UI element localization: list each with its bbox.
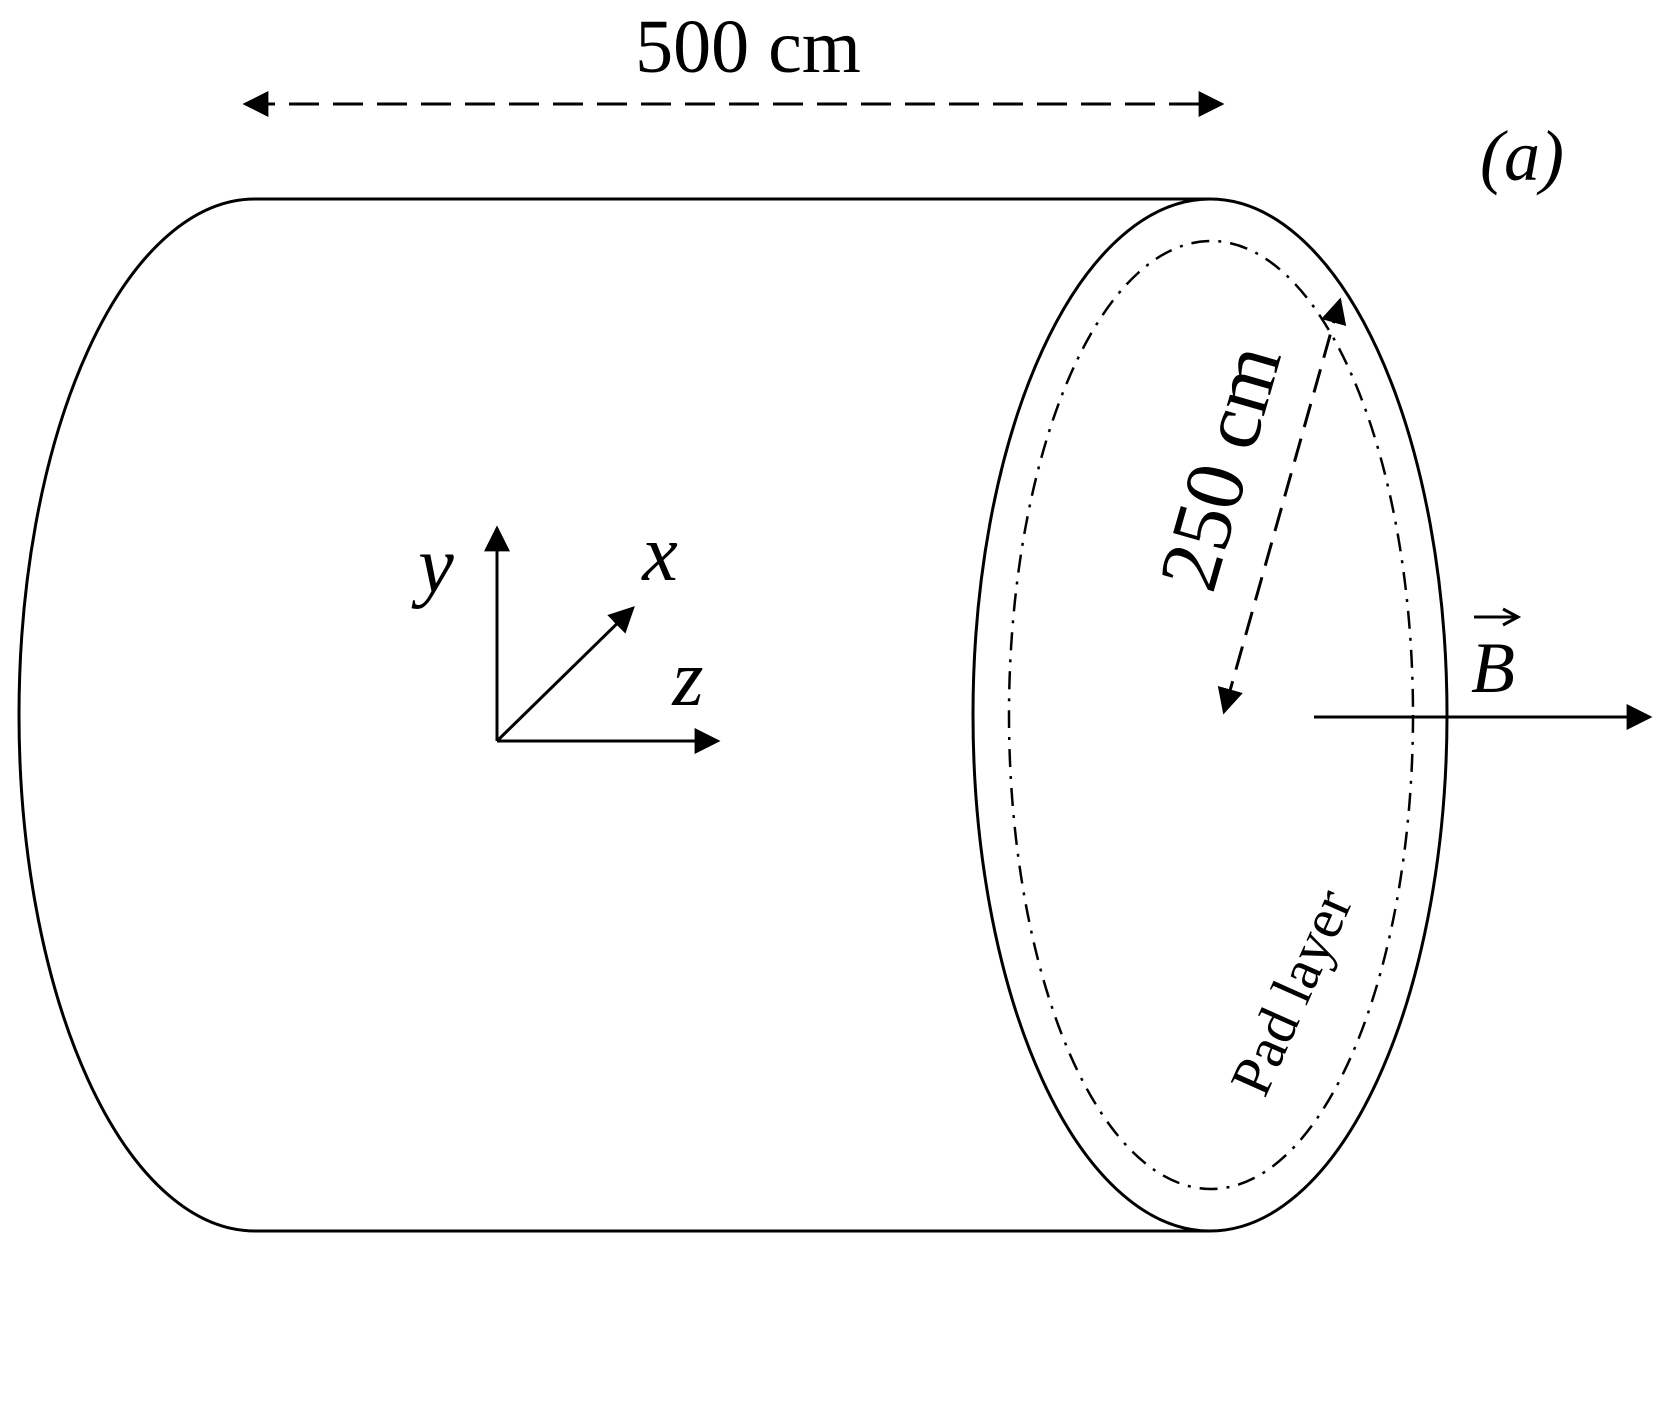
vector-arrow-icon (1474, 607, 1522, 627)
coordinate-axes: y x z (411, 510, 721, 754)
cylinder-body (17, 197, 1210, 1233)
length-label: 500 cm (635, 5, 861, 89)
panel-label: (a) (1480, 116, 1564, 196)
z-axis-label: z (671, 635, 703, 723)
magnetic-field-label: B (1471, 628, 1515, 708)
x-axis-arrow (495, 606, 635, 743)
x-axis-label: x (641, 510, 678, 598)
pad-layer-label: Pad layer (1217, 880, 1365, 1105)
y-axis-label: y (411, 522, 454, 610)
radius-label: 250 cm (1141, 335, 1299, 601)
cylinder-end-cap (971, 197, 1449, 1233)
pad-layer-ellipse (1007, 239, 1415, 1191)
